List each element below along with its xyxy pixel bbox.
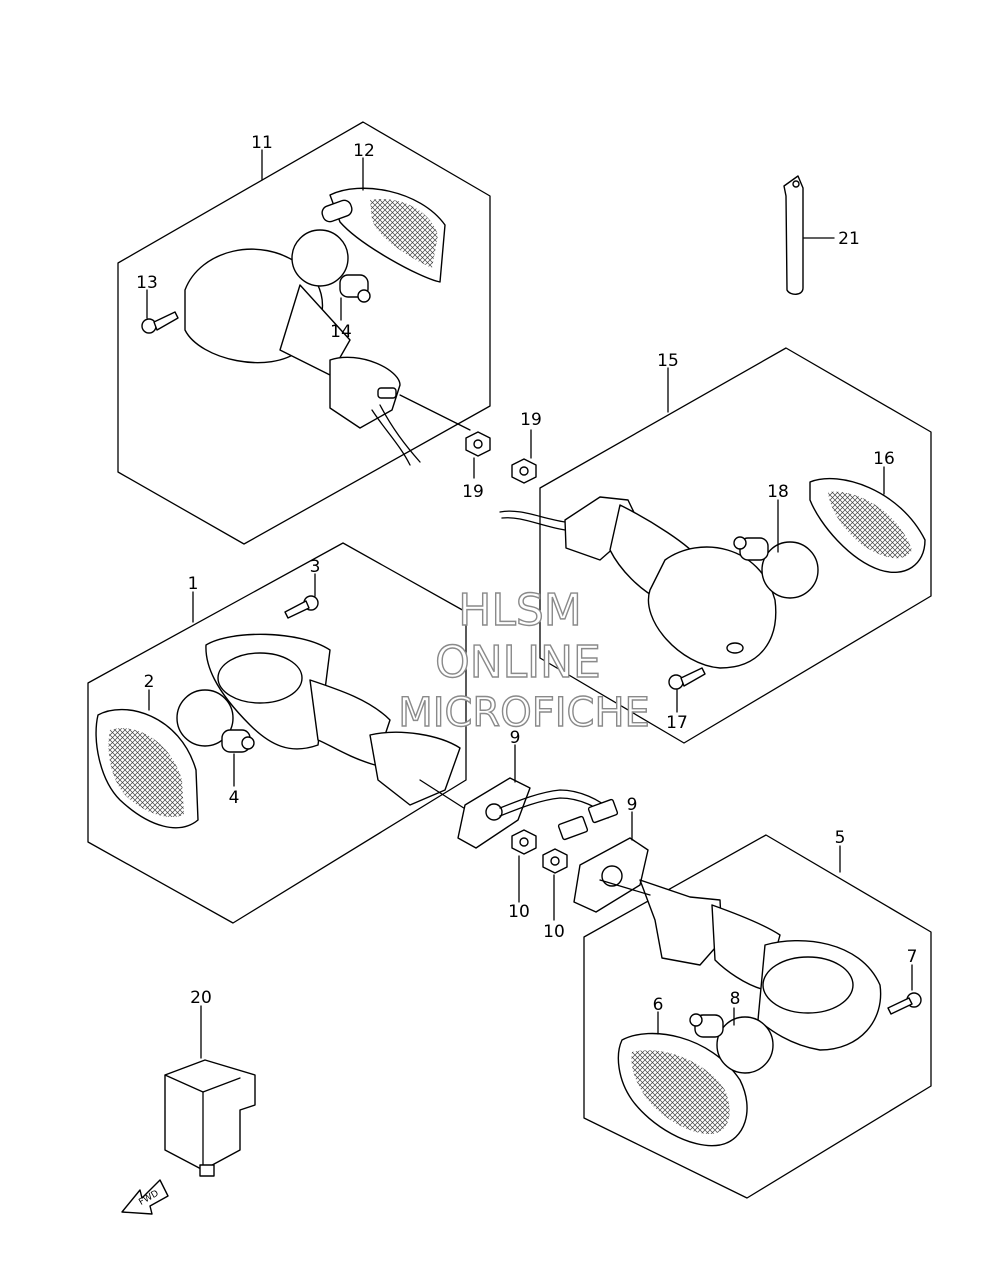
connector-left (557, 798, 619, 841)
callout-4: 4 (229, 788, 240, 808)
callout-8: 8 (730, 989, 741, 1009)
lens-6 (617, 1032, 748, 1147)
callout-15: 15 (657, 351, 679, 371)
bulb-14 (291, 229, 371, 303)
screw-17 (668, 667, 706, 690)
callout-11: 11 (251, 133, 273, 153)
callout-14: 14 (330, 322, 352, 342)
callout-1: 1 (188, 574, 199, 594)
lens-12 (321, 187, 446, 283)
callout-21: 21 (838, 229, 860, 249)
callout-3: 3 (310, 557, 321, 577)
leader-lines (146, 149, 913, 1059)
screw-3 (284, 595, 319, 619)
watermark-line2: ONLINE (435, 637, 601, 688)
callouts: 11 12 13 14 19 19 21 15 16 18 17 1 3 2 4… (136, 133, 917, 1015)
callout-18: 18 (767, 482, 789, 502)
callout-10-right: 10 (543, 922, 565, 942)
callout-9-left: 9 (510, 728, 521, 748)
group-box-15 (539, 347, 932, 744)
turn-signal-15 (499, 496, 777, 669)
nut-10-right (542, 848, 568, 874)
callout-2: 2 (144, 672, 155, 692)
callout-20: 20 (190, 988, 212, 1008)
bulb-18 (733, 536, 819, 599)
callout-9-right: 9 (627, 795, 638, 815)
watermark-line3: MICROFICHE (398, 690, 650, 736)
relay-20 (164, 1059, 256, 1177)
bulb-8 (689, 1013, 774, 1074)
callout-13: 13 (136, 273, 158, 293)
callout-12: 12 (353, 141, 375, 161)
nut-19-right (511, 458, 537, 484)
callout-10-left: 10 (508, 902, 530, 922)
lens-16 (809, 478, 926, 574)
callout-19-left: 19 (462, 482, 484, 502)
callout-5: 5 (835, 828, 846, 848)
callout-6: 6 (653, 995, 664, 1015)
watermark: HLSM ONLINE MICROFICHE (397, 584, 650, 736)
gasket-9-right (573, 837, 649, 913)
nut-19-left (465, 431, 491, 457)
group-box-5 (583, 834, 932, 1199)
group-box-1 (87, 542, 467, 924)
callout-19-right: 19 (520, 410, 542, 430)
strap-21 (783, 175, 804, 295)
lens-2 (95, 708, 199, 829)
callout-16: 16 (873, 449, 895, 469)
turn-signal-1 (205, 633, 471, 813)
gasket-9-left (457, 777, 611, 849)
callout-17: 17 (666, 713, 688, 733)
bulb-4 (176, 689, 255, 753)
watermark-line1: HLSM (458, 585, 582, 636)
turn-signal-11 (184, 248, 471, 466)
callout-7: 7 (907, 947, 918, 967)
fwd-arrow: FWD (121, 1179, 169, 1215)
turn-signal-5 (599, 879, 882, 1051)
nut-10-left (511, 829, 537, 855)
group-box-11 (117, 121, 491, 545)
screw-7 (887, 992, 922, 1015)
screw-13 (141, 311, 179, 334)
